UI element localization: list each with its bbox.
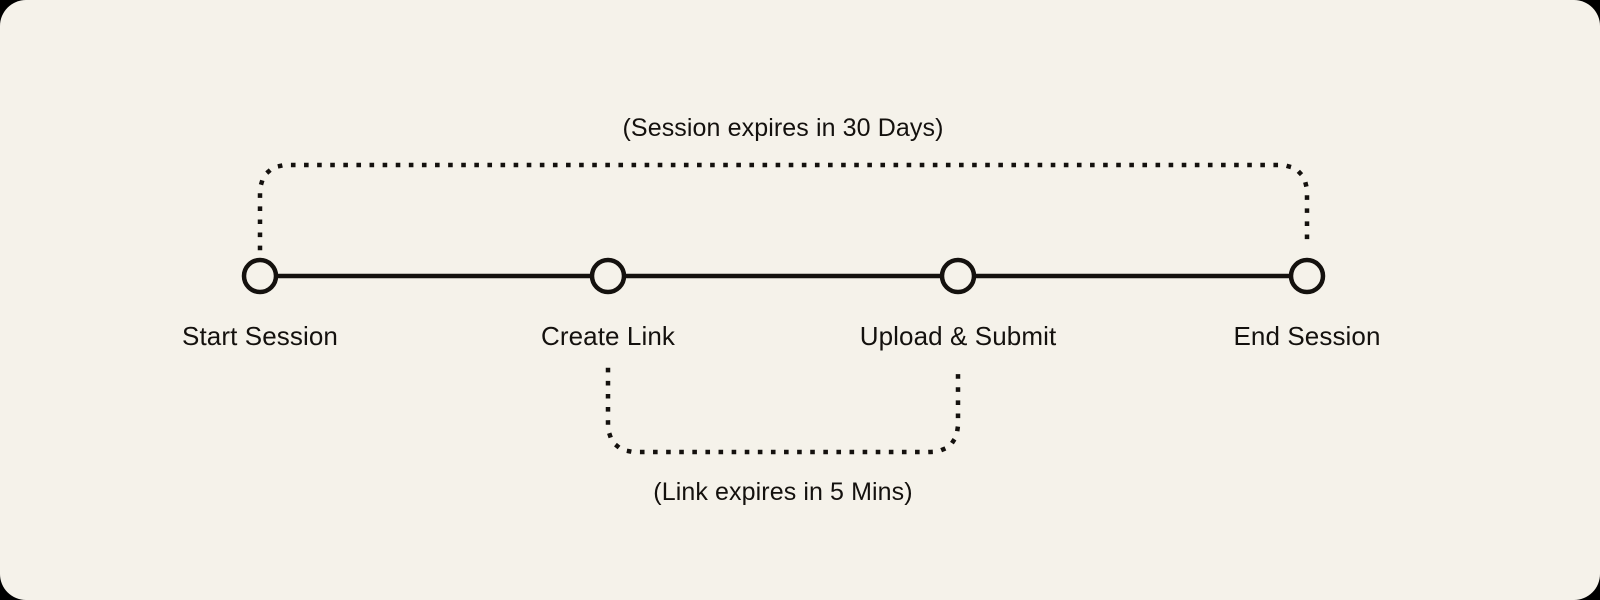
timeline-node-create-link[interactable] [589, 257, 627, 295]
timeline-node-upload-submit[interactable] [939, 257, 977, 295]
timeline-label-start-session: Start Session [182, 321, 338, 351]
session-bracket-path [257, 162, 1310, 251]
timeline-label-upload-submit: Upload & Submit [859, 321, 1057, 351]
timeline-label-end-session: End Session [1233, 321, 1381, 351]
timeline-node-start-session[interactable] [241, 257, 279, 295]
session-bracket-label: (Session expires in 30 Days) [622, 114, 944, 142]
link-bracket-label: (Link expires in 5 Mins) [653, 478, 913, 506]
timeline-node-end-session[interactable] [1288, 257, 1326, 295]
link-bracket-path [605, 367, 961, 455]
timeline-label-create-link: Create Link [540, 321, 676, 351]
